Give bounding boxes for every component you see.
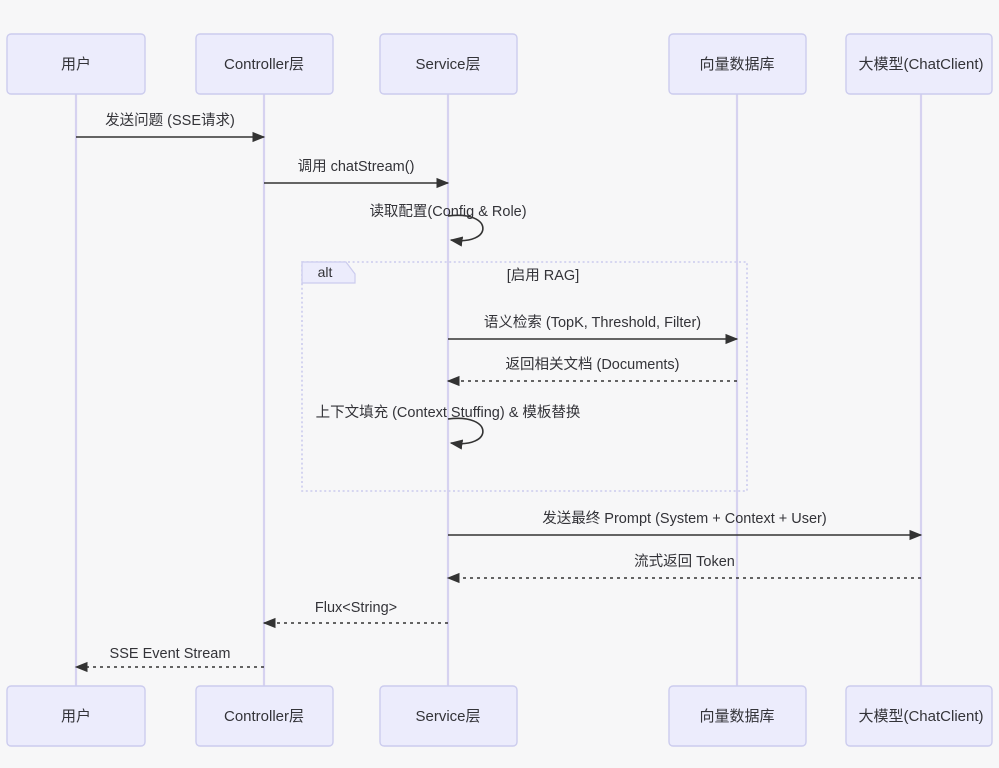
actor-service-bottom[interactable]: Service层	[379, 685, 518, 747]
actor-label-llm: 大模型(ChatClient)	[858, 56, 983, 73]
message-m4: 语义检索 (TopK, Threshold, Filter)	[448, 314, 739, 345]
messages-layer: 发送问题 (SSE请求) 调用 chatStream() 读取配置(Config &…	[74, 112, 923, 673]
actor-label-llm: 大模型(ChatClient)	[858, 708, 983, 725]
actor-box-service[interactable]	[379, 33, 518, 95]
message-label: SSE Event Stream	[110, 646, 231, 662]
actor-vectordb-top[interactable]: 向量数据库	[668, 33, 807, 95]
message-label: 语义检索 (TopK, Threshold, Filter)	[484, 314, 701, 331]
actor-vectordb-bottom[interactable]: 向量数据库	[668, 685, 807, 747]
message-m10: SSE Event Stream	[74, 646, 264, 673]
actor-box-vectordb[interactable]	[668, 685, 807, 747]
message-m9: Flux<String>	[262, 600, 448, 629]
actor-user-bottom[interactable]: 用户	[6, 685, 146, 747]
message-m2: 调用 chatStream()	[264, 158, 450, 189]
message-label: 调用 chatStream()	[298, 158, 415, 175]
message-label: 上下文填充 (Context Stuffing) & 模板替换	[316, 403, 581, 421]
actor-label-controller: Controller层	[224, 56, 304, 73]
fragment-alt-rag: alt [启用 RAG]	[301, 261, 748, 492]
message-label: 读取配置(Config & Role)	[369, 203, 526, 220]
message-m7: 发送最终 Prompt (System + Context + User)	[448, 510, 923, 541]
fragment-tab	[301, 261, 356, 284]
actor-llm-bottom[interactable]: 大模型(ChatClient)	[845, 685, 993, 747]
message-m5: 返回相关文档 (Documents)	[446, 356, 737, 387]
actor-label-vectordb: 向量数据库	[699, 708, 774, 725]
message-m6: 上下文填充 (Context Stuffing) & 模板替换	[316, 403, 581, 450]
actor-controller-bottom[interactable]: Controller层	[195, 685, 334, 747]
actor-user-top[interactable]: 用户	[6, 33, 146, 95]
self-message-arrow	[447, 214, 484, 247]
fragment-frame	[301, 261, 748, 492]
message-label: 返回相关文档 (Documents)	[505, 356, 679, 373]
fragment-tab-label: alt	[318, 264, 333, 280]
actor-controller-top[interactable]: Controller层	[195, 33, 334, 95]
actor-service-top[interactable]: Service层	[379, 33, 518, 95]
fragments-layer: alt [启用 RAG]	[301, 261, 748, 492]
actor-llm-top[interactable]: 大模型(ChatClient)	[845, 33, 993, 95]
actor-box-service[interactable]	[379, 685, 518, 747]
actor-label-service: Service层	[415, 708, 480, 725]
actor-box-user[interactable]	[6, 685, 146, 747]
actor-box-llm[interactable]	[845, 33, 993, 95]
actor-label-user: 用户	[61, 56, 91, 73]
message-label: 流式返回 Token	[634, 553, 735, 570]
actor-label-vectordb: 向量数据库	[699, 56, 774, 73]
actor-box-vectordb[interactable]	[668, 33, 807, 95]
actor-footer-row: 用户 Controller层 Service层 向量数据库 大模型(ChatClient…	[6, 685, 993, 747]
actor-header-row: 用户 Controller层 Service层 向量数据库 大模型(ChatClient…	[6, 33, 993, 95]
lifelines-layer	[74, 94, 923, 686]
message-label: Flux<String>	[315, 600, 397, 616]
actor-box-controller[interactable]	[195, 33, 334, 95]
actor-label-service: Service层	[415, 56, 480, 73]
message-m8: 流式返回 Token	[446, 553, 921, 584]
fragment-condition-label: [启用 RAG]	[507, 267, 580, 284]
actor-box-controller[interactable]	[195, 685, 334, 747]
actor-box-llm[interactable]	[845, 685, 993, 747]
actor-box-user[interactable]	[6, 33, 146, 95]
actor-label-controller: Controller层	[224, 708, 304, 725]
message-label: 发送问题 (SSE请求)	[105, 112, 235, 129]
actor-label-user: 用户	[61, 708, 91, 725]
message-label: 发送最终 Prompt (System + Context + User)	[542, 510, 826, 527]
self-message-arrow	[447, 417, 484, 450]
message-m1: 发送问题 (SSE请求)	[76, 112, 266, 143]
message-m3: 读取配置(Config & Role)	[369, 203, 527, 247]
